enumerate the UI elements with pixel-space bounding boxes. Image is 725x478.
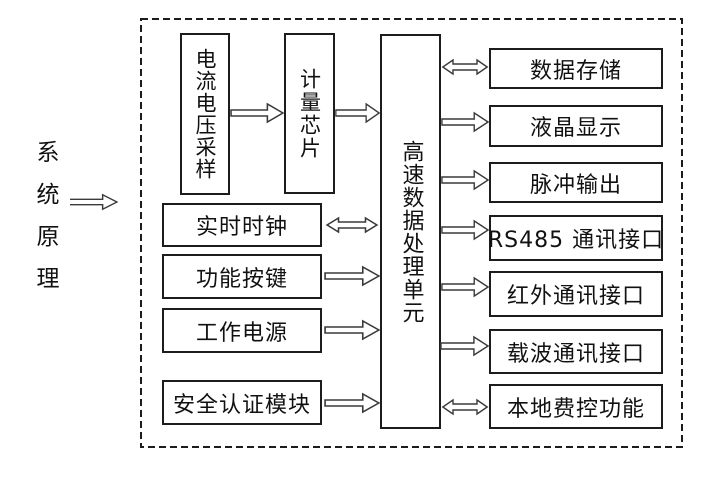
- dashed-border-frame: [140, 18, 683, 448]
- box-high-speed-data-processing-unit-label: 高速数据处理单元: [398, 139, 424, 324]
- box-carrier-comm-interface: 载波通讯接口: [489, 329, 663, 374]
- box-metering-chip: 计量芯片: [284, 33, 335, 194]
- arrow-security-to-dpu: [324, 392, 380, 414]
- box-security-auth-module: 安全认证模块: [162, 380, 322, 425]
- box-infrared-comm-interface-label: 红外通讯接口: [506, 284, 645, 309]
- box-local-fee-control: 本地费控功能: [489, 384, 663, 429]
- box-real-time-clock: 实时时钟: [162, 203, 322, 247]
- arrow-dpu-to-carrier: [440, 335, 489, 357]
- box-function-keys-label: 功能按键: [195, 266, 288, 292]
- arrow-rtc-dpu-bidirectional: [325, 215, 379, 235]
- box-lcd-display: 液晶显示: [489, 105, 663, 147]
- box-pulse-output: 脉冲输出: [489, 162, 663, 203]
- box-rs485-comm-interface-label: RS485 通讯接口: [487, 228, 665, 253]
- box-data-storage-label: 数据存储: [529, 58, 622, 84]
- box-pulse-output-label: 脉冲输出: [529, 172, 622, 198]
- arrow-dpu-to-pulse: [441, 169, 489, 191]
- box-lcd-display-label: 液晶显示: [529, 116, 622, 141]
- arrow-dpu-to-rs485: [441, 219, 489, 241]
- box-real-time-clock-label: 实时时钟: [195, 215, 288, 240]
- box-current-voltage-sampling-label: 电流电压采样: [193, 48, 217, 180]
- arrow-power-to-dpu: [324, 319, 380, 341]
- arrow-keys-to-dpu: [324, 265, 380, 287]
- box-infrared-comm-interface: 红外通讯接口: [489, 271, 663, 317]
- box-metering-chip-label: 计量芯片: [297, 67, 322, 160]
- arrow-sampling-to-metering: [230, 102, 284, 124]
- box-rs485-comm-interface: RS485 通讯接口: [487, 215, 665, 261]
- diagram-side-label: 系统原理: [32, 140, 58, 308]
- box-security-auth-module-label: 安全认证模块: [172, 392, 311, 418]
- arrow-dpu-to-infrared: [441, 276, 489, 298]
- box-data-storage: 数据存储: [489, 48, 663, 89]
- box-high-speed-data-processing-unit: 高速数据处理单元: [380, 34, 441, 429]
- box-current-voltage-sampling: 电流电压采样: [180, 33, 230, 195]
- box-working-power-label: 工作电源: [195, 320, 288, 346]
- arrow-dpu-to-lcd: [441, 111, 489, 133]
- arrow-dpu-storage-bidirectional: [441, 57, 489, 77]
- box-carrier-comm-interface-label: 载波通讯接口: [506, 341, 645, 367]
- box-working-power: 工作电源: [162, 308, 322, 353]
- arrow-metering-to-dpu: [335, 102, 380, 124]
- box-function-keys: 功能按键: [162, 254, 322, 299]
- arrow-dpu-fee-bidirectional: [441, 397, 489, 417]
- box-local-fee-control-label: 本地费控功能: [506, 396, 645, 422]
- side-label-arrow-icon: [70, 192, 118, 212]
